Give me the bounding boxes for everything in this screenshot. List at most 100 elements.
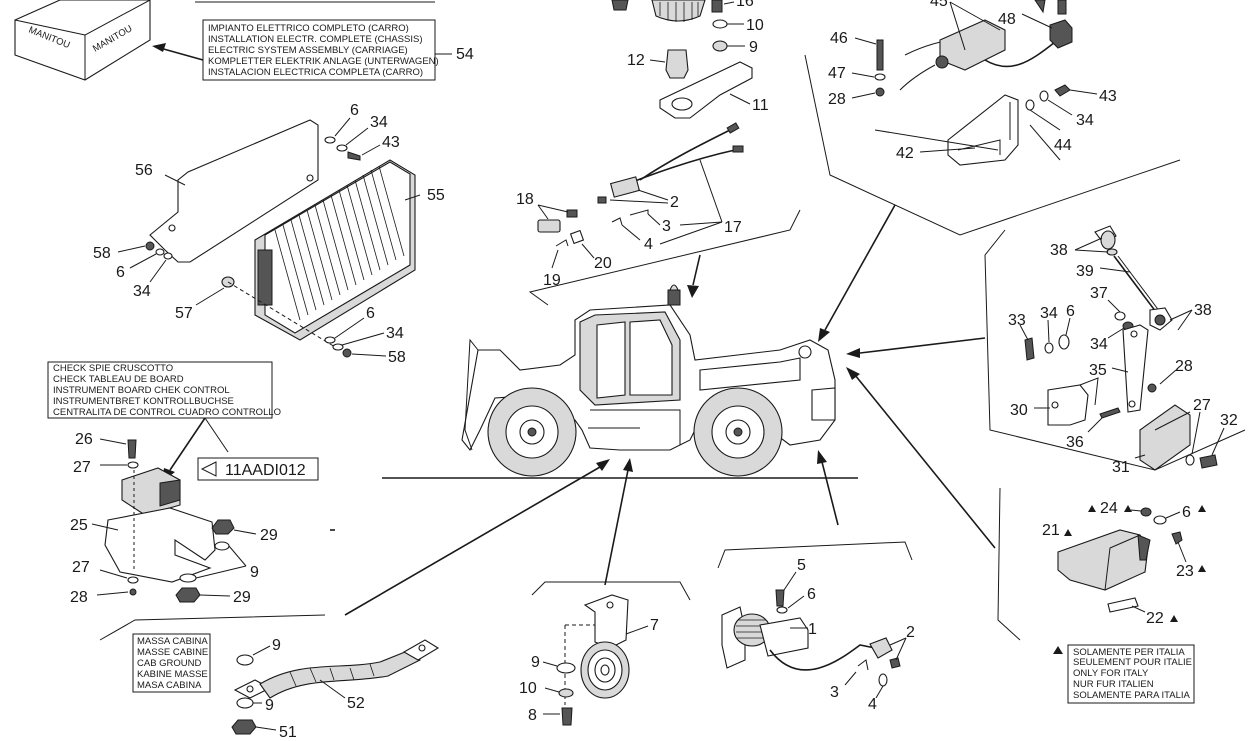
check-line-1: CHECK SPIE CRUSCOTTO [53, 363, 173, 374]
callout-24: 24 [1100, 500, 1118, 517]
callout-56: 56 [135, 162, 153, 179]
switch-31 [1139, 404, 1191, 471]
callout-10a: 10 [746, 17, 764, 34]
callout-11: 11 [752, 97, 769, 114]
callout-21: 21 [1042, 522, 1060, 539]
buzzer-cable [769, 644, 876, 671]
screw-26 [127, 439, 137, 459]
callout-28a: 28 [828, 91, 846, 108]
callout-23: 23 [1176, 563, 1194, 580]
callout-6e: 6 [1182, 504, 1191, 521]
washer-34 [336, 144, 348, 152]
check-line-5: CENTRALITA DE CONTROL CUADRO CONTROLLO [53, 407, 281, 418]
washer-9 [556, 662, 576, 674]
screw-46 [876, 39, 884, 71]
group-boundary [984, 229, 1246, 471]
italy-line-4: NUR FUR ITALIEN [1073, 679, 1154, 690]
check-line-3: INSTRUMENT BOARD CHEK CONTROL [53, 385, 230, 396]
ground-line-1: MASSA CABINA [137, 636, 208, 647]
rear-wheel [693, 387, 783, 477]
screw-43 [1054, 84, 1071, 97]
callout-4a: 4 [644, 236, 653, 253]
italy-line-5: SOLAMENTE PARA ITALIA [1073, 690, 1191, 701]
callout-9a: 9 [749, 39, 758, 56]
washer-6 [155, 248, 165, 256]
callout-34f: 34 [1090, 336, 1108, 353]
callout-6d: 6 [1066, 303, 1075, 320]
screw-16 [711, 0, 723, 13]
pointer-arrows [330, 204, 996, 616]
callout-48: 48 [998, 11, 1016, 28]
screw-43 [347, 151, 361, 161]
callout-39: 39 [1076, 263, 1094, 280]
callout-7: 7 [650, 617, 659, 634]
arrow-head [152, 43, 166, 52]
callout-34d: 34 [1076, 112, 1094, 129]
callout-2b: 2 [906, 624, 915, 641]
manitou-kit-box: MANITOU MANITOU [14, 0, 151, 81]
callout-58a: 58 [93, 245, 111, 262]
callout-28b: 28 [1175, 358, 1193, 375]
ref-code-label: 11AADI012 [197, 457, 319, 481]
screw-8 [561, 707, 573, 726]
callout-27a: 27 [1193, 397, 1211, 414]
callout-6f: 6 [807, 586, 816, 603]
callout-31: 31 [1112, 459, 1130, 476]
terminal-19 [555, 239, 569, 247]
nut-29 [211, 519, 235, 535]
wire-harness [621, 149, 736, 187]
box-54-line-4: KOMPLETTER ELEKTRIK ANLAGE (UNTERWAGEN) [208, 56, 439, 67]
washer-9 [236, 654, 254, 666]
washer-9 [236, 697, 254, 709]
callout-19: 19 [543, 272, 561, 289]
screw-32 [1199, 454, 1218, 469]
washer-6 [1153, 515, 1167, 525]
text-box-54: IMPIANTO ELETTRICO COMPLETO (CARRO) INST… [195, 1, 439, 81]
box-54-line-1: IMPIANTO ELETTRICO COMPLETO (CARRO) [208, 23, 409, 34]
callout-44: 44 [1054, 137, 1072, 154]
check-line-2: CHECK TABLEAU DE BOARD [53, 374, 184, 385]
switch-cable [984, 41, 1056, 68]
callout-34b: 34 [133, 283, 151, 300]
callout-30: 30 [1010, 402, 1028, 419]
ground-line-2: MASSE CABINE [137, 647, 208, 658]
connector-2 [609, 176, 641, 198]
connector-48 [1049, 19, 1073, 49]
callout-12: 12 [627, 52, 645, 69]
nut-24 [1140, 507, 1152, 517]
screw-36 [1099, 407, 1121, 419]
callout-43b: 43 [1099, 88, 1117, 105]
arm-35 [1122, 324, 1149, 413]
callout-1: 1 [808, 621, 817, 638]
callout-26: 26 [75, 431, 93, 448]
group-boundary [99, 614, 326, 641]
callout-3a: 3 [662, 218, 671, 235]
nut-51 [231, 719, 257, 735]
box-54-line-2: INSTALLATION ELECTR. COMPLETE (CHASSIS) [208, 34, 423, 45]
callout-9e: 9 [531, 654, 540, 671]
washer-10 [558, 688, 574, 698]
nut-28 [875, 87, 885, 97]
horn-7 [580, 641, 630, 699]
callout-33: 33 [1008, 312, 1026, 329]
nut-28 [129, 588, 137, 596]
callout-28c: 28 [70, 589, 88, 606]
washer-37 [1114, 311, 1126, 321]
group-boundary [528, 209, 801, 306]
threaded-rod-39 [1113, 255, 1157, 313]
ground-line-3: CAB GROUND [137, 658, 202, 669]
callout-46: 46 [830, 30, 848, 47]
box-54-line-5: INSTALACION ELECTRICA COMPLETA (CARRO) [208, 67, 423, 78]
italy-note-box: SOLAMENTE PER ITALIA SEULEMENT POUR ITAL… [1053, 644, 1195, 704]
box-54-line-3: ELECTRIC SYSTEM ASSEMBLY (CARRIAGE) [208, 45, 408, 56]
check-text-box: CHECK SPIE CRUSCOTTO CHECK TABLEAU DE BO… [47, 361, 281, 419]
callout-2a: 2 [670, 194, 679, 211]
callout-38a: 38 [1050, 242, 1068, 259]
ground-line-4: KABINE MASSE [137, 669, 208, 680]
callout-27c: 27 [72, 559, 90, 576]
ground-line-5: MASA CABINA [137, 680, 202, 691]
washer-47 [874, 73, 886, 81]
washer-27 [127, 576, 139, 584]
screw-33 [1024, 337, 1035, 361]
washer-9 [712, 40, 728, 52]
